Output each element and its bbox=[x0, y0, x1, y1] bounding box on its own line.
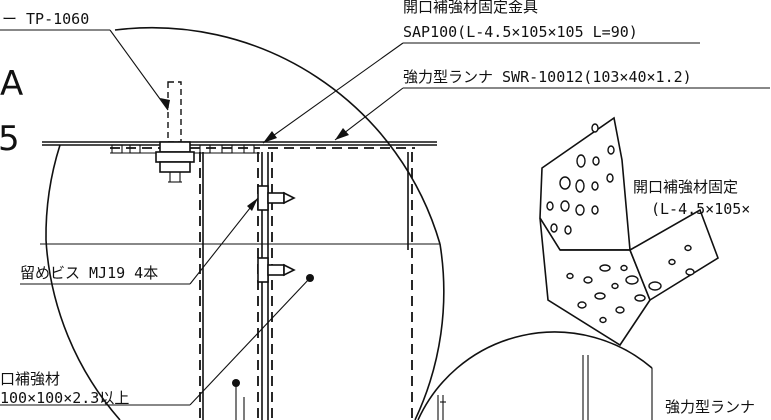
iso-bracket-title-label: 開口補強材固定 bbox=[633, 178, 738, 196]
opening-spec-label: 100×100×2.3以上 bbox=[0, 389, 129, 407]
rail-clips bbox=[111, 144, 255, 154]
tp-callout-label: ー TP-1060 bbox=[2, 10, 89, 28]
detail-circle-view bbox=[45, 26, 445, 420]
bracket-spec-label: SAP100(L-4.5×105×105 L=90) bbox=[403, 23, 638, 41]
screw-upper bbox=[257, 185, 296, 211]
runner-title-2-label: 強力型ランナ bbox=[665, 398, 755, 416]
bracket-title-label: 開口補強材固定金具 bbox=[403, 0, 538, 16]
big-number-5: 5 bbox=[0, 119, 20, 159]
big-letter-a: A bbox=[0, 64, 23, 104]
runner-title-label: 強力型ランナ SWR-10012(103×40×1.2) bbox=[403, 68, 692, 86]
screw-lower bbox=[257, 257, 296, 283]
leader-lines bbox=[0, 29, 770, 420]
ceiling-lines bbox=[40, 141, 440, 245]
hanging-bolt bbox=[155, 81, 195, 183]
iso-bracket-spec-label: (L-4.5×105× bbox=[651, 200, 750, 218]
iso-angle-bracket bbox=[539, 116, 719, 347]
screw-label: 留めビス MJ19 4本 bbox=[20, 264, 158, 282]
detail-circle-lower bbox=[417, 331, 653, 420]
opening-reinforcement bbox=[199, 152, 413, 420]
opening-title-label: 口補強材 bbox=[0, 370, 60, 388]
